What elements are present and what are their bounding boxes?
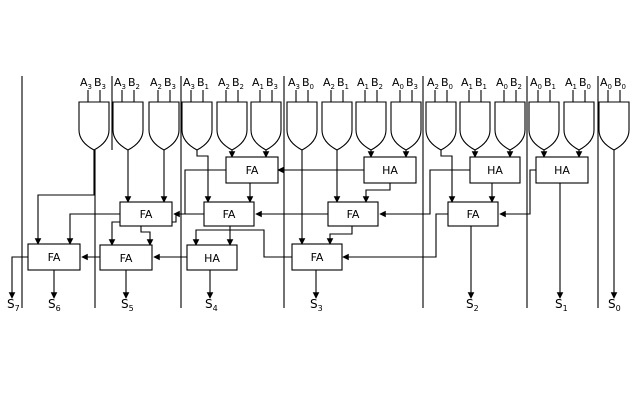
full-adder-l2-c: FA	[327, 201, 379, 227]
svg-text:FA: FA	[467, 208, 480, 221]
sum-output-label: S3	[310, 297, 323, 313]
full-adder-l3-a: FA	[27, 243, 81, 271]
svg-text:FA: FA	[223, 208, 236, 221]
sum-output-label: S5	[121, 297, 134, 313]
wiring	[8, 150, 618, 299]
sum-output-label: S2	[466, 297, 479, 313]
sum-output-labels: S7 S6 S5 S4 S3 S2 S1 S0	[7, 297, 621, 313]
sum-output-label: S1	[555, 297, 568, 313]
full-adder-l1-a: FA	[225, 156, 279, 184]
svg-text:HA: HA	[554, 164, 570, 177]
half-adder-l1-d: HA	[535, 156, 589, 184]
full-adder-l2-a: FA	[119, 201, 173, 227]
svg-text:HA: HA	[204, 252, 220, 265]
full-adder-l3-b: FA	[99, 244, 153, 271]
svg-text:FA: FA	[48, 251, 61, 264]
half-adder-l1-b: HA	[363, 156, 417, 184]
svg-text:FA: FA	[140, 208, 153, 221]
svg-text:FA: FA	[347, 208, 360, 221]
svg-text:FA: FA	[311, 251, 324, 264]
svg-text:FA: FA	[246, 164, 259, 177]
svg-text:FA: FA	[120, 252, 133, 265]
adder-blocks: FA HA HA HA FA FA FA FA	[27, 156, 589, 271]
sum-output-label: S0	[608, 297, 621, 313]
full-adder-l2-d: FA	[447, 201, 499, 227]
column-separators	[21, 76, 599, 308]
svg-text:HA: HA	[382, 164, 398, 177]
full-adder-l2-b: FA	[203, 201, 255, 227]
sum-output-label: S4	[205, 297, 218, 313]
full-adder-l3-d: FA	[291, 243, 343, 271]
sum-output-label: S7	[7, 297, 20, 313]
sum-output-label: S6	[48, 297, 61, 313]
svg-text:HA: HA	[487, 164, 503, 177]
half-adder-l1-c: HA	[469, 156, 521, 184]
half-adder-l3-c: HA	[186, 244, 238, 271]
